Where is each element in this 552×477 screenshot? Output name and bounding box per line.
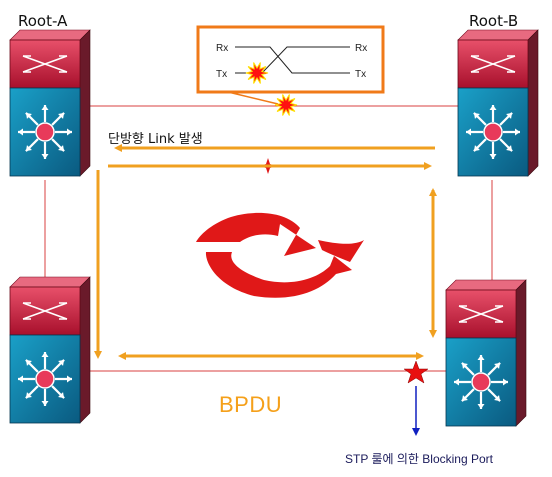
tx-left-label: Tx <box>216 69 227 80</box>
switch-root-a <box>9 29 91 177</box>
bpdu-loop-arrows <box>94 144 437 360</box>
links <box>44 105 493 372</box>
blocking-port-label: STP 룰에 의한 Blocking Port <box>345 452 493 466</box>
blocking-port-star <box>403 360 429 384</box>
burst-callout <box>245 62 269 84</box>
switch-bottom-left <box>9 276 91 424</box>
unidirectional-link-label: 단방향 Link 발생 <box>108 132 203 147</box>
bpdu-label: BPDU <box>219 392 283 417</box>
switches <box>9 29 539 427</box>
rx-right-label: Rx <box>355 43 367 54</box>
root-b-label: Root-B <box>469 12 519 30</box>
switch-root-b <box>457 29 539 177</box>
switch-bottom-right <box>445 279 527 427</box>
loop-icon <box>196 212 364 298</box>
tx-right-label: Tx <box>355 69 366 80</box>
callout-pointer <box>227 91 279 105</box>
rx-tx-callout: Rx Rx Tx Tx <box>196 25 385 105</box>
callout-box <box>196 25 385 94</box>
burst-link <box>274 94 298 116</box>
root-a-label: Root-A <box>18 12 68 30</box>
rx-left-label: Rx <box>216 43 228 54</box>
